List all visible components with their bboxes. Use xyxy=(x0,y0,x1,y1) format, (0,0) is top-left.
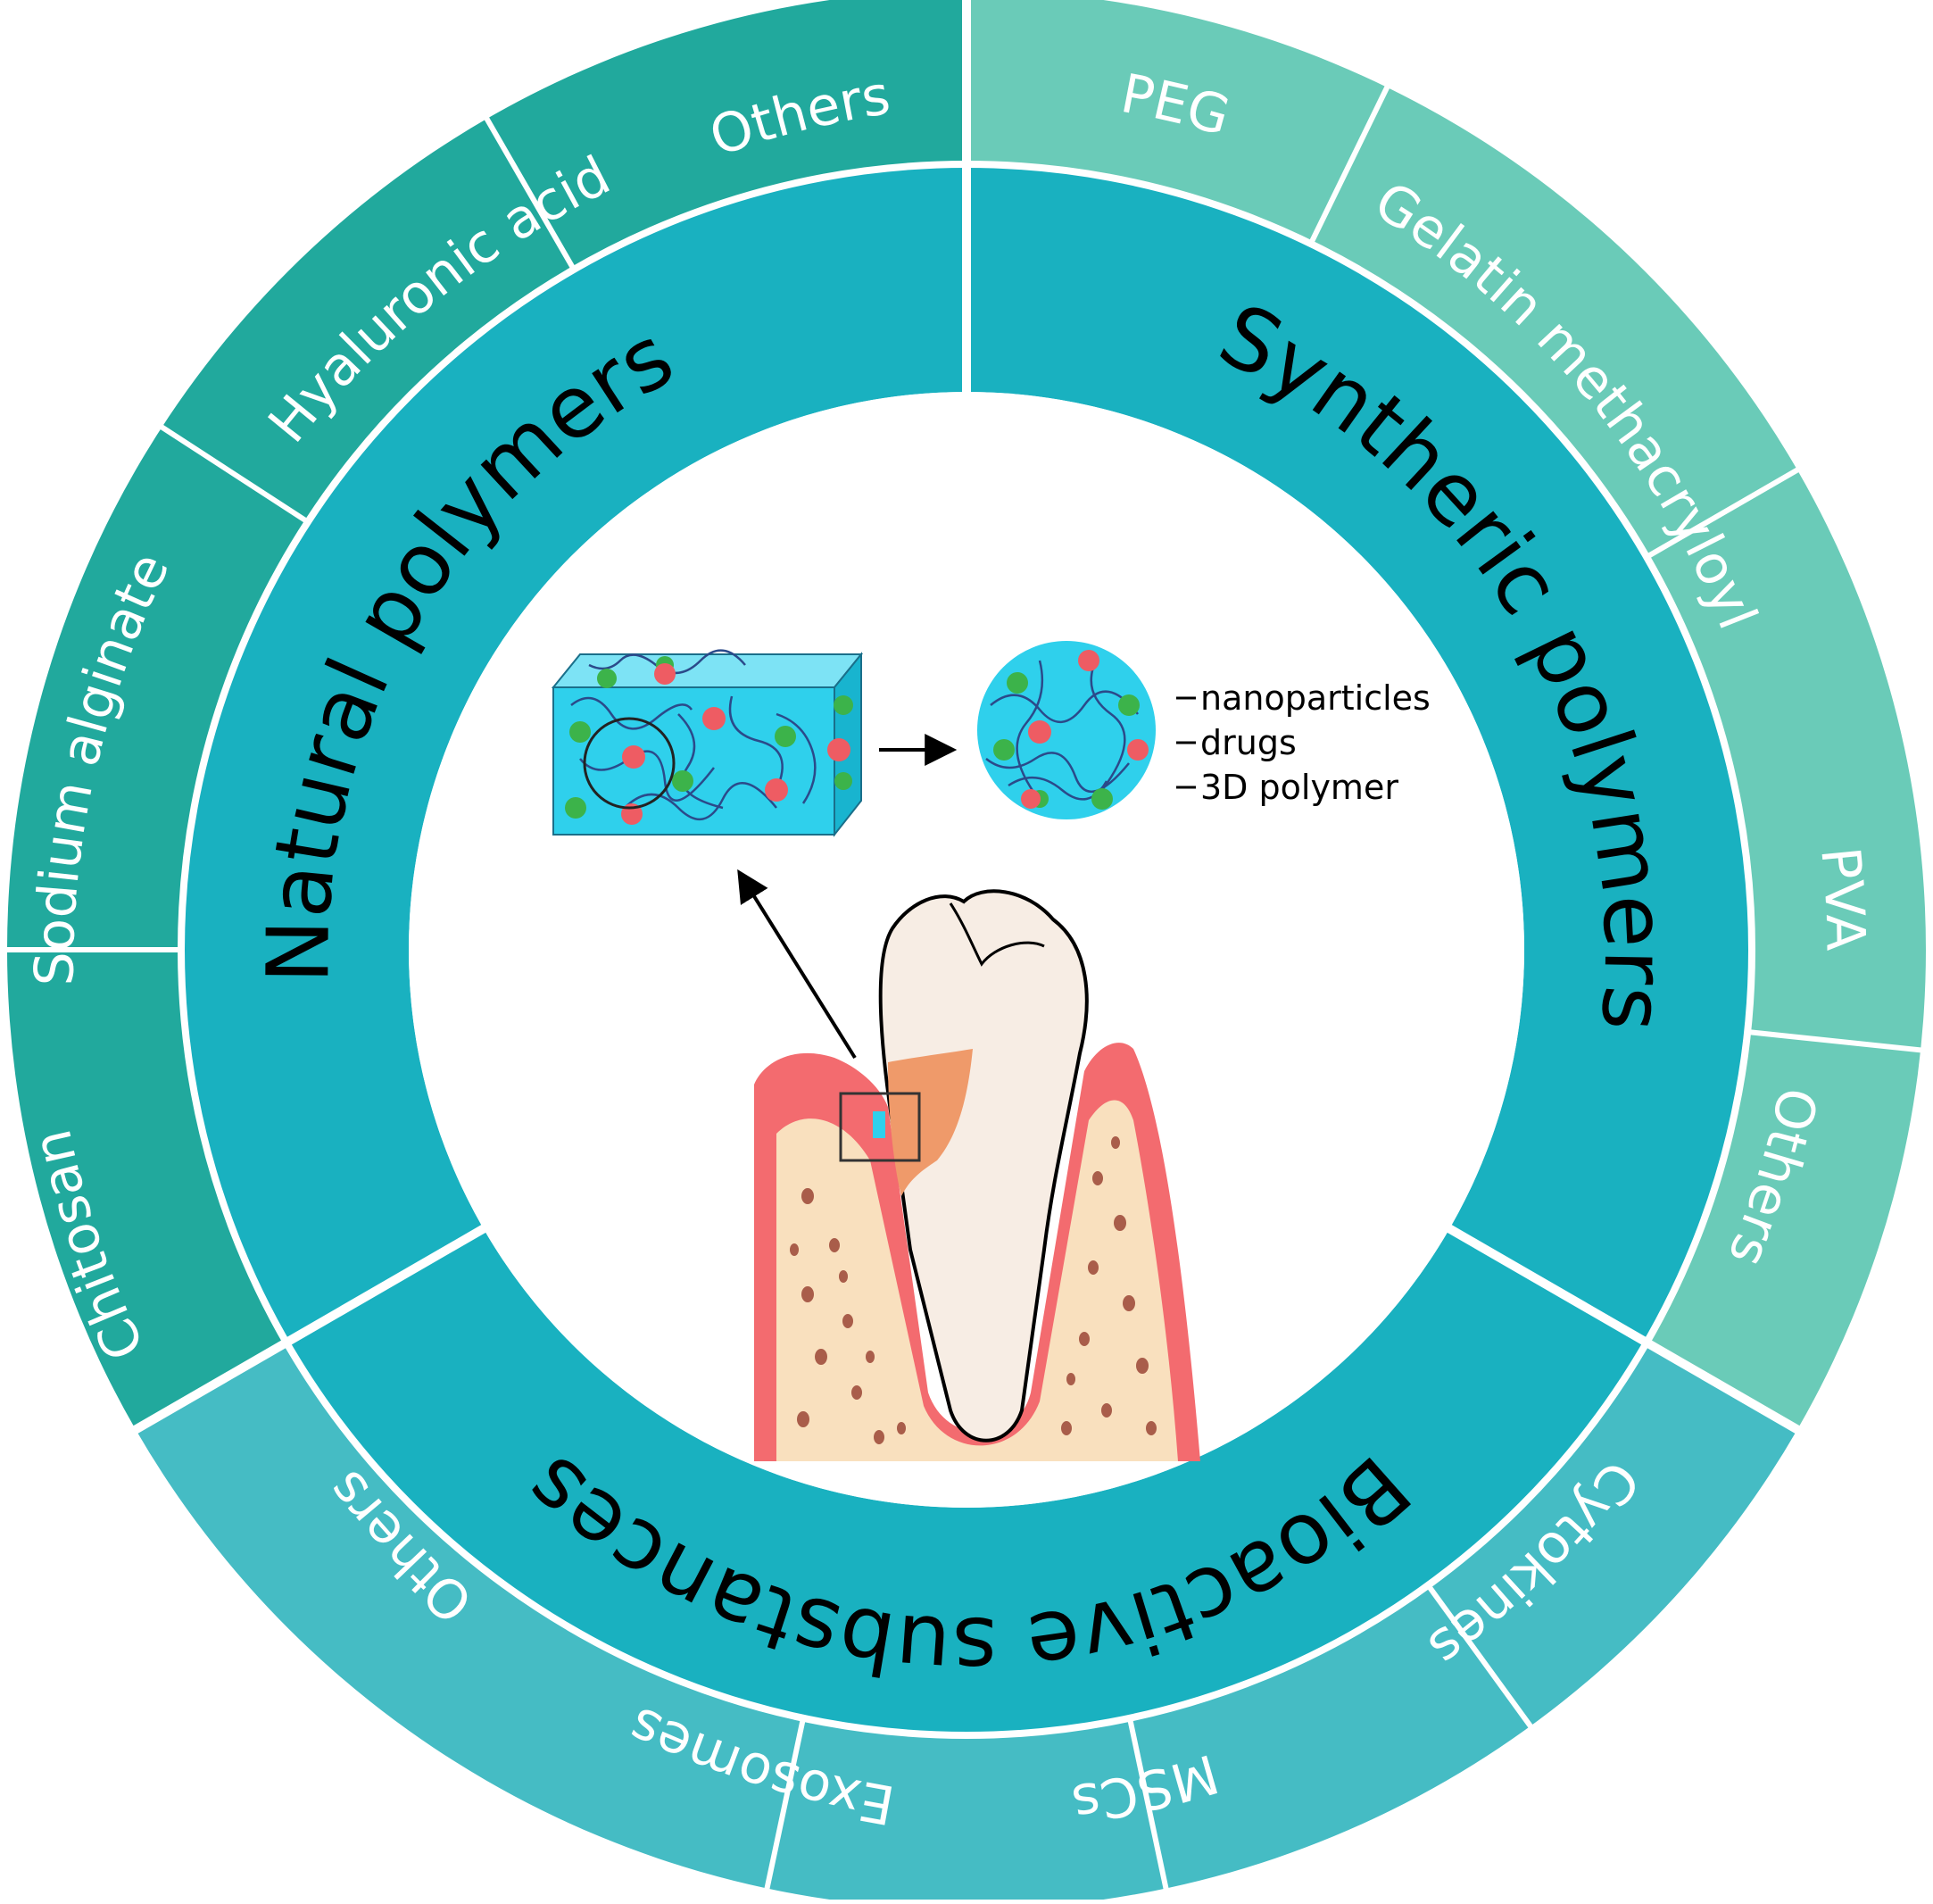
legend-drugs: drugs xyxy=(1200,723,1297,762)
magnified-hydrogel-sphere xyxy=(977,641,1156,819)
tooth-illustration xyxy=(737,869,1200,1461)
outer-ring xyxy=(7,0,1926,1904)
inner-segment-synthetic xyxy=(966,164,1752,1343)
item-divider xyxy=(1308,84,1390,245)
item-divider xyxy=(1127,1717,1169,1892)
item-divider xyxy=(764,1717,806,1892)
hydrogel-spot xyxy=(873,1111,885,1138)
legend-nanoparticles: nanoparticles xyxy=(1200,678,1431,718)
outer-segment-synthetic xyxy=(966,0,1926,1430)
item-divider xyxy=(1425,1584,1534,1730)
legend-3d-polymer: 3D polymer xyxy=(1200,768,1398,807)
inner-segment-bioactive xyxy=(286,1228,1647,1735)
legend: nanoparticles drugs 3D polymer xyxy=(1176,678,1431,807)
tooth-cusp-line xyxy=(949,902,1045,967)
magnify-box xyxy=(839,1092,921,1162)
ring-boundary xyxy=(178,161,1755,1739)
item-divider xyxy=(483,115,577,271)
alveolar-bone xyxy=(776,1100,1178,1461)
ring-separators xyxy=(5,0,1923,1892)
item-divider xyxy=(1645,466,1801,560)
item-divider xyxy=(159,423,310,525)
tooth xyxy=(878,889,1089,1443)
category-divider xyxy=(1446,1224,1802,1434)
outer-segment-natural xyxy=(7,0,966,1430)
item-divider xyxy=(1746,1029,1923,1053)
inner-segment-natural xyxy=(180,164,966,1343)
outer-segment-bioactive xyxy=(136,1343,1797,1904)
zoom-arrow xyxy=(737,869,857,1060)
hydrogel-block-illustration xyxy=(551,649,864,837)
outer-label-synthetic-2: PVA xyxy=(1808,844,1876,952)
inner-ring xyxy=(180,164,1752,1735)
category-divider xyxy=(131,1224,487,1434)
